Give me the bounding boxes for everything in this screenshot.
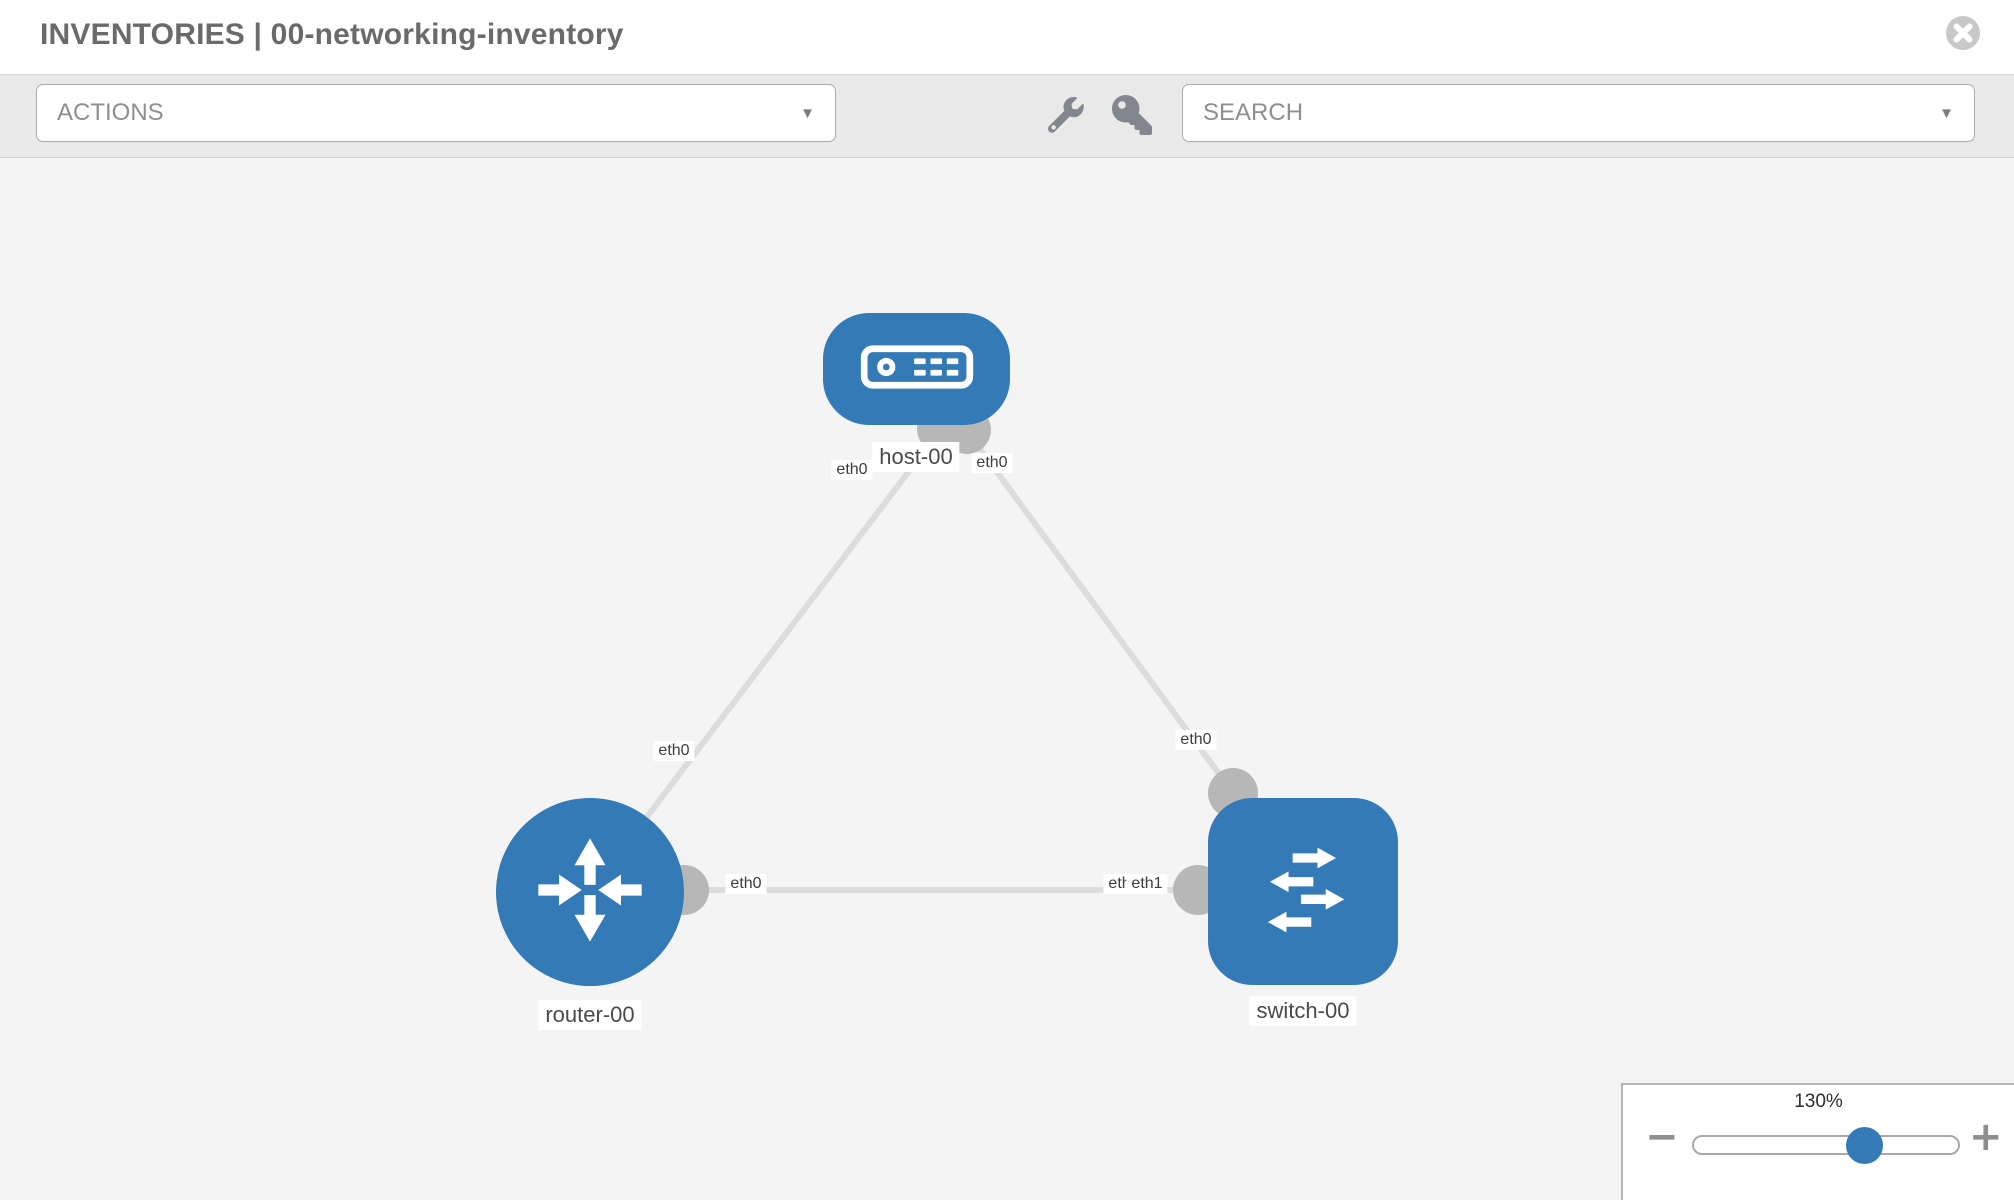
- credentials-button[interactable]: [1112, 95, 1152, 135]
- zoom-level-value: 130%: [1794, 1091, 1843, 1112]
- node-switch-00[interactable]: [1208, 798, 1398, 985]
- switch-arrows-icon: [1241, 827, 1365, 956]
- toolbar: ACTIONS ▼ SEARCH ▼: [0, 74, 2014, 158]
- node-label-host: host-00: [872, 442, 960, 472]
- close-icon: [1945, 16, 1981, 54]
- key-icon: [1112, 95, 1152, 138]
- interface-label-router-top: eth0: [653, 741, 695, 761]
- node-label-router: router-00: [538, 1000, 642, 1030]
- node-label-switch: switch-00: [1249, 996, 1357, 1026]
- caret-down-icon: ▼: [1939, 104, 1954, 122]
- link-router-host[interactable]: [587, 426, 944, 895]
- interface-label-host-left: eth0: [831, 460, 873, 480]
- search-placeholder: SEARCH: [1203, 99, 1304, 126]
- links-layer: [587, 405, 1258, 915]
- zoom-out-button[interactable]: −: [1645, 1109, 1679, 1165]
- wrench-icon: [1047, 96, 1084, 136]
- interface-label-switch-left: eth1: [1126, 874, 1168, 894]
- zoom-slider-track[interactable]: [1692, 1135, 1960, 1155]
- configure-button[interactable]: [1047, 96, 1084, 136]
- node-host-00[interactable]: [823, 313, 1010, 425]
- interface-label-host-right: eth0: [971, 453, 1013, 473]
- zoom-in-button[interactable]: +: [1969, 1109, 2003, 1165]
- search-dropdown[interactable]: SEARCH ▼: [1182, 84, 1975, 142]
- caret-down-icon: ▼: [800, 104, 815, 122]
- interface-label-router-right: eth0: [725, 874, 767, 894]
- page-title: INVENTORIES | 00-networking-inventory: [40, 18, 624, 51]
- actions-dropdown[interactable]: ACTIONS ▼: [36, 84, 836, 142]
- actions-dropdown-label: ACTIONS: [57, 99, 164, 126]
- host-device-icon: [859, 343, 975, 396]
- node-router-00[interactable]: [496, 798, 684, 986]
- zoom-panel: 130% − +: [1621, 1083, 2014, 1200]
- topology-canvas[interactable]: host-00 router-00 switch-00 eth0 eth0 et…: [0, 158, 2014, 1200]
- zoom-slider-thumb[interactable]: [1846, 1127, 1883, 1164]
- close-button[interactable]: [1945, 15, 1981, 51]
- interface-label-switch-top: eth0: [1175, 730, 1217, 750]
- header: INVENTORIES | 00-networking-inventory: [0, 0, 2014, 74]
- router-arrows-icon: [528, 828, 652, 957]
